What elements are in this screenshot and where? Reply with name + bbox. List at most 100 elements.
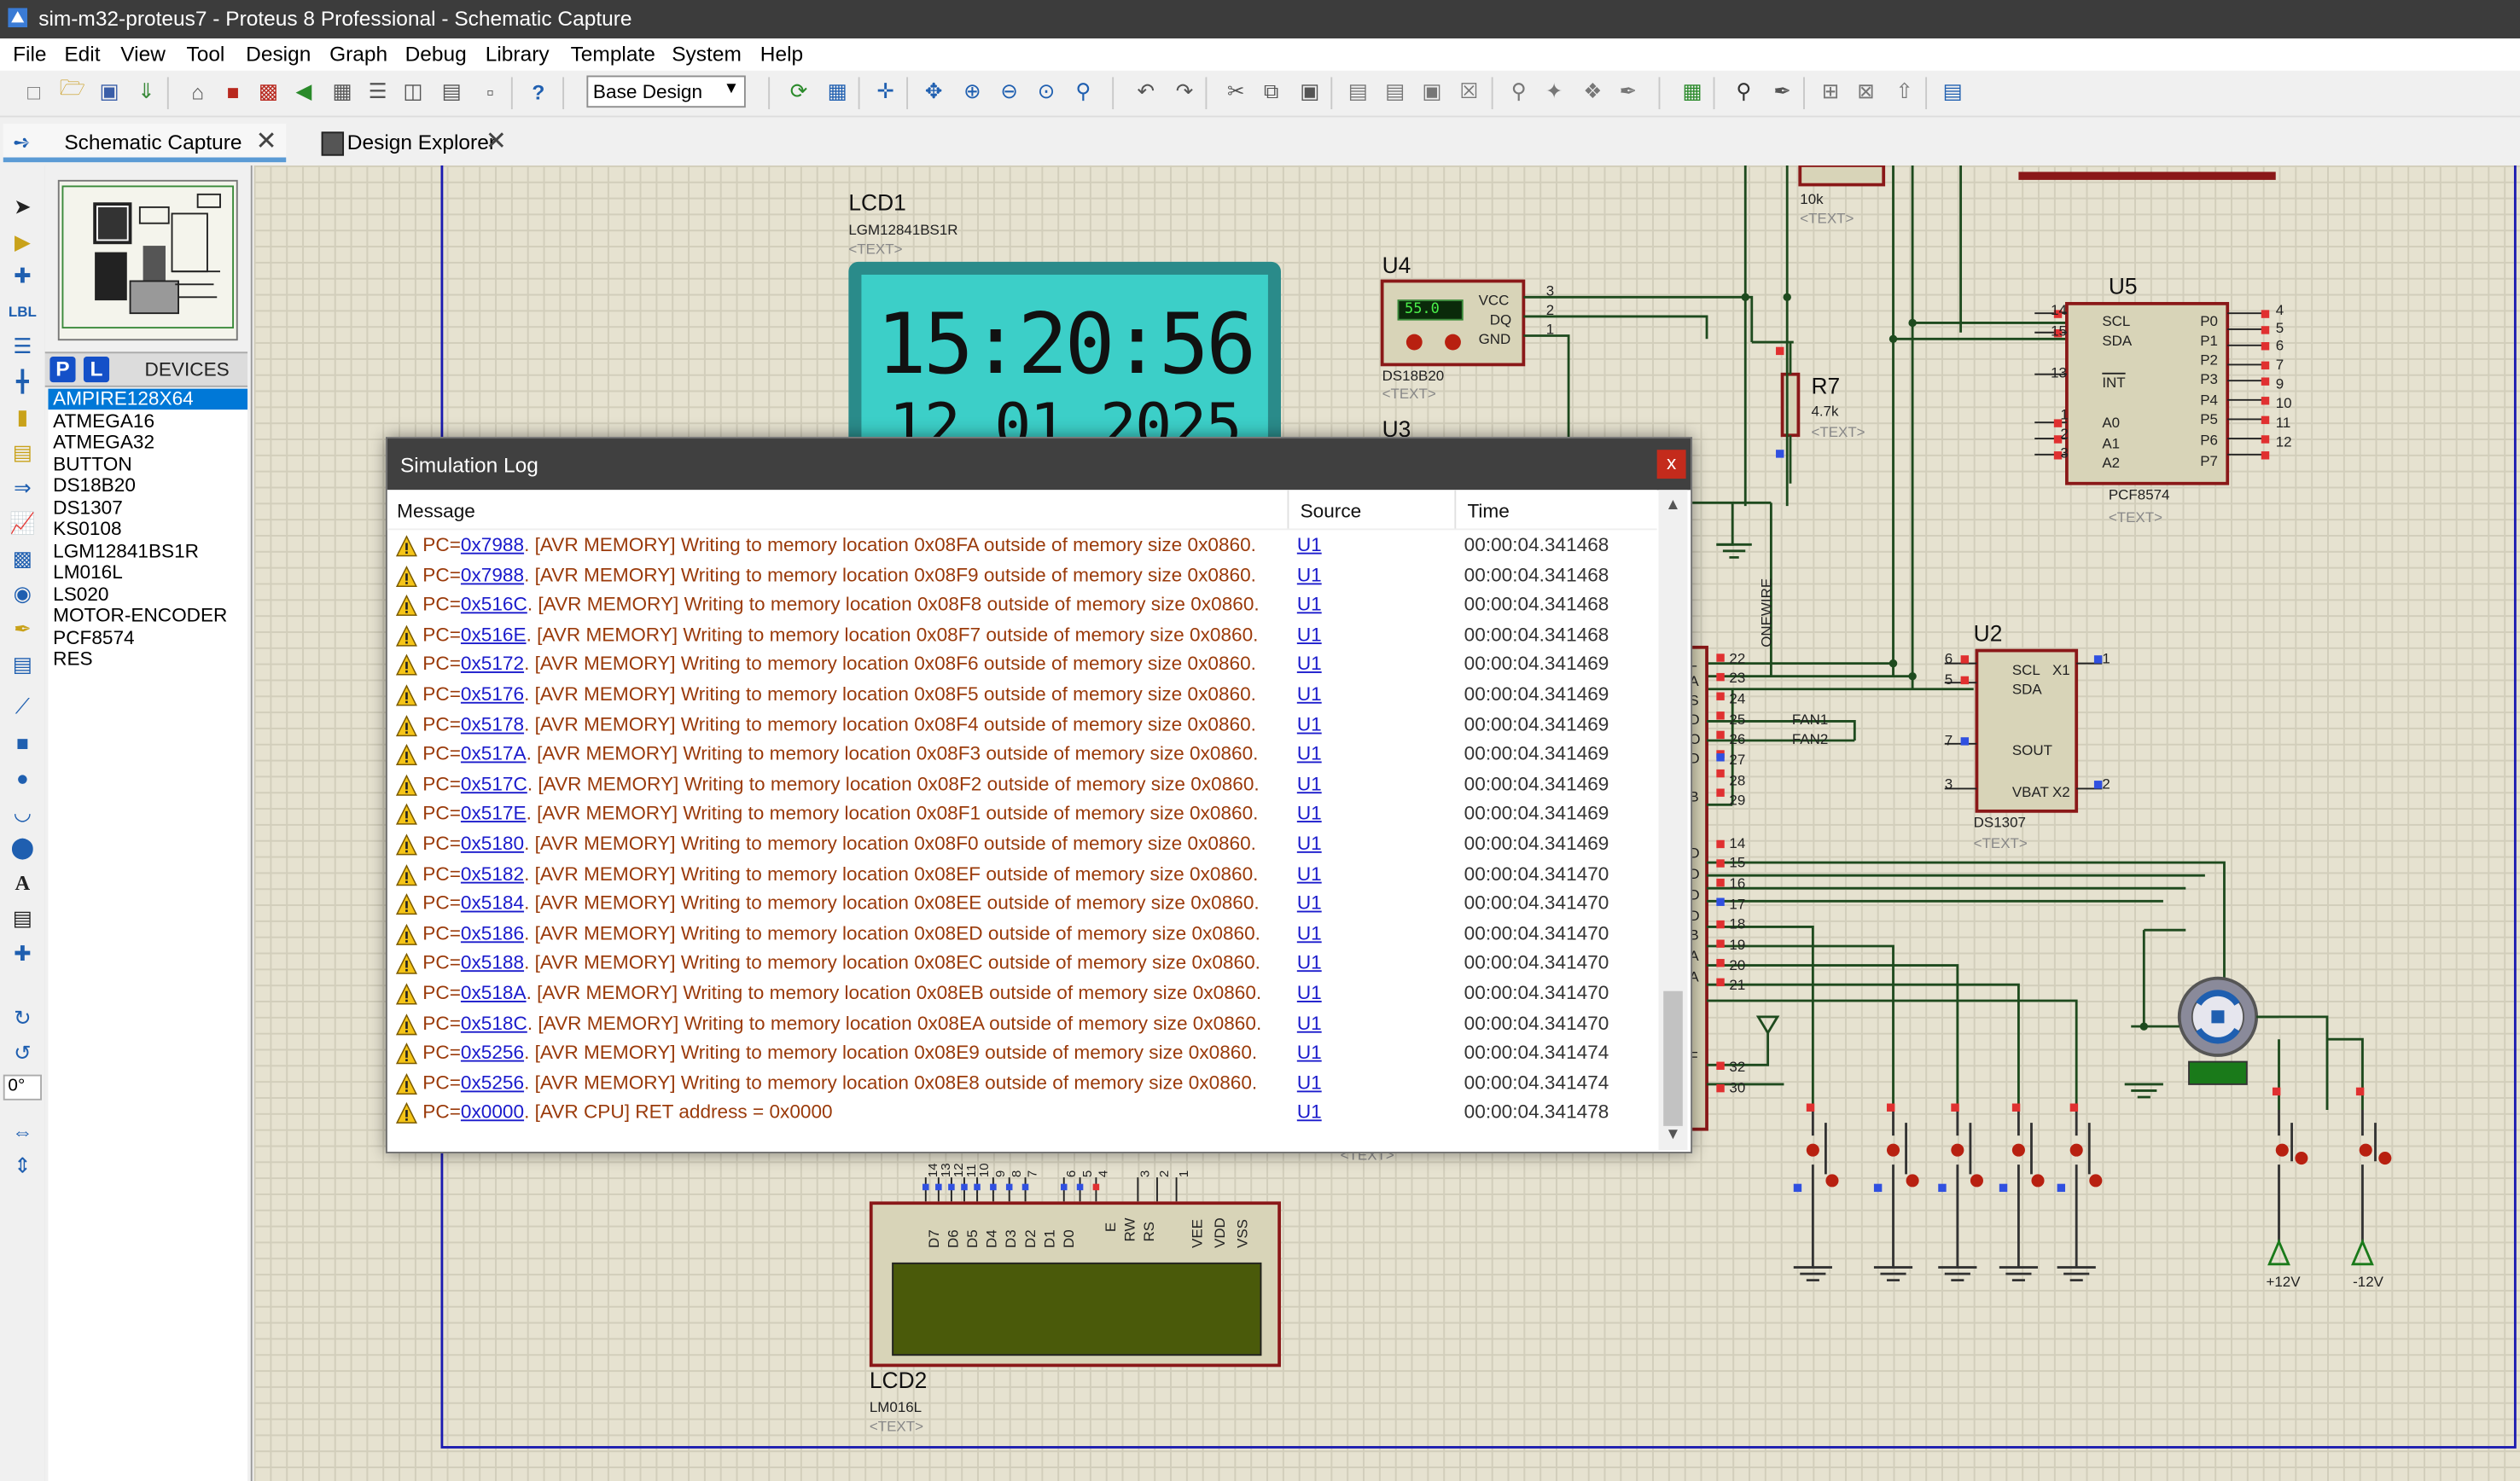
source-link[interactable]: U1 (1296, 951, 1322, 974)
rotate-cw-icon[interactable]: ↻ (14, 1005, 32, 1030)
column-time[interactable]: Time (1467, 499, 1510, 522)
list-item[interactable]: ATMEGA32 (53, 430, 155, 453)
menu-edit[interactable]: Edit (64, 41, 101, 67)
new-file-icon[interactable]: □ (27, 79, 40, 104)
lcd1-display[interactable]: 15:20:56 12.01.2025 (848, 261, 1281, 461)
zoom-all-icon[interactable]: ⊙ (1037, 78, 1056, 103)
box-icon[interactable]: ■ (15, 729, 29, 755)
menu-design[interactable]: Design (246, 41, 311, 67)
library-manager-button[interactable]: L (83, 356, 110, 383)
pcb-layout-icon[interactable]: ▩ (258, 78, 279, 103)
table-row[interactable]: PC=0x5184. [AVR MEMORY] Writing to memor… (387, 889, 1657, 919)
source-link[interactable]: U1 (1296, 1011, 1322, 1034)
rotate-ccw-icon[interactable]: ↺ (14, 1041, 32, 1066)
menu-system[interactable]: System (672, 41, 742, 67)
source-link[interactable]: U1 (1296, 712, 1322, 735)
column-source[interactable]: Source (1300, 499, 1362, 522)
close-icon[interactable]: ✕ (485, 128, 508, 156)
scroll-up-icon[interactable]: ▲ (1665, 496, 1681, 514)
table-row[interactable]: PC=0x518C. [AVR MEMORY] Writing to memor… (387, 1008, 1657, 1038)
table-row[interactable]: PC=0x516C. [AVR MEMORY] Writing to memor… (387, 589, 1657, 619)
help-icon[interactable]: ? (532, 79, 545, 104)
log-scrollbar[interactable]: ▲ ▼ (1658, 490, 1688, 1151)
tape-recorder-icon[interactable]: ▩ (12, 546, 32, 571)
table-row[interactable]: PC=0x517E. [AVR MEMORY] Writing to memor… (387, 799, 1657, 829)
remove-sheet-icon[interactable]: ⊠ (1857, 78, 1875, 103)
list-item[interactable]: BUTTON (53, 452, 132, 475)
netlist-icon[interactable]: ▤ (1942, 78, 1963, 103)
pc-link[interactable]: 0x5256 (460, 1071, 525, 1094)
notes-icon[interactable]: ▤ (441, 78, 462, 103)
source-link[interactable]: U1 (1296, 892, 1322, 915)
source-link[interactable]: U1 (1296, 563, 1322, 586)
table-row[interactable]: PC=0x5188. [AVR MEMORY] Writing to memor… (387, 949, 1657, 979)
pc-link[interactable]: 0x5184 (460, 892, 525, 915)
menu-file[interactable]: File (13, 41, 47, 67)
junction-dot-icon[interactable]: ✚ (14, 263, 32, 288)
list-item[interactable]: DS1307 (53, 495, 123, 519)
source-link[interactable]: U1 (1296, 921, 1322, 944)
circle-icon[interactable]: ● (15, 765, 29, 790)
menu-template[interactable]: Template (570, 41, 655, 67)
generator-icon[interactable]: ◉ (13, 581, 32, 606)
close-icon[interactable]: ✕ (255, 128, 277, 156)
cut-icon[interactable]: ✂ (1226, 78, 1245, 103)
table-row[interactable]: PC=0x516E. [AVR MEMORY] Writing to memor… (387, 619, 1657, 649)
scroll-thumb[interactable] (1663, 990, 1683, 1126)
selection-mode-icon[interactable]: ➤ (14, 194, 32, 219)
block-copy-icon[interactable]: ▤ (1347, 78, 1368, 103)
mirror-vertical-icon[interactable]: ⇕ (14, 1153, 32, 1178)
pc-link[interactable]: 0x0000 (460, 1101, 525, 1124)
pc-link[interactable]: 0x5176 (460, 682, 525, 706)
menu-view[interactable]: View (120, 41, 166, 67)
component-mode-icon[interactable]: ▶ (14, 229, 31, 254)
zoom-area-icon[interactable]: ⚲ (1075, 78, 1091, 103)
list-item[interactable]: RES (53, 647, 93, 671)
block-move-icon[interactable]: ▤ (1385, 78, 1405, 103)
table-row[interactable]: PC=0x5172. [AVR MEMORY] Writing to memor… (387, 649, 1657, 679)
make-device-icon[interactable]: ✦ (1545, 78, 1563, 103)
origin-icon[interactable]: ✛ (876, 78, 894, 103)
pc-link[interactable]: 0x517E (460, 802, 527, 825)
text-icon[interactable]: A (15, 870, 31, 895)
pc-link[interactable]: 0x516E (460, 623, 527, 646)
path-icon[interactable]: ⬤ (10, 835, 35, 860)
import-icon[interactable]: ⇓ (137, 78, 155, 103)
table-row[interactable]: PC=0x7988. [AVR MEMORY] Writing to memor… (387, 560, 1657, 589)
wire-autorouter-icon[interactable]: ▦ (1682, 78, 1702, 103)
list-item[interactable]: DS18B20 (53, 473, 136, 497)
voltage-probe-icon[interactable]: ✒ (14, 617, 32, 642)
mirror-horizontal-icon[interactable]: ⇔ (12, 1118, 33, 1143)
pan-icon[interactable]: ✥ (924, 78, 943, 103)
subcircuit-icon[interactable]: ▮ (16, 404, 29, 429)
text-script-icon[interactable]: ☰ (13, 334, 32, 358)
pc-link[interactable]: 0x7988 (460, 563, 525, 586)
paste-icon[interactable]: ▣ (1300, 78, 1320, 103)
pc-link[interactable]: 0x7988 (460, 533, 525, 556)
package-tool-icon[interactable]: ❖ (1583, 78, 1603, 103)
source-link[interactable]: U1 (1296, 1071, 1322, 1094)
list-item[interactable]: MOTOR-ENCODER (53, 603, 228, 627)
line-icon[interactable]: ⟋ (15, 694, 30, 718)
gerber-icon[interactable]: ▦ (332, 78, 352, 103)
overview-window[interactable] (57, 179, 238, 341)
graph-mode-icon[interactable]: 📈 (9, 510, 36, 535)
source-link[interactable]: U1 (1296, 742, 1322, 765)
block-delete-icon[interactable]: ☒ (1459, 78, 1479, 103)
pc-link[interactable]: 0x5186 (460, 921, 525, 944)
table-row[interactable]: PC=0x518A. [AVR MEMORY] Writing to memor… (387, 979, 1657, 1008)
pc-link[interactable]: 0x5256 (460, 1041, 525, 1064)
search-icon[interactable]: ⚲ (1736, 78, 1752, 103)
source-link[interactable]: U1 (1296, 1101, 1322, 1124)
pc-link[interactable]: 0x5182 (460, 862, 525, 885)
table-row[interactable]: PC=0x517A. [AVR MEMORY] Writing to memor… (387, 739, 1657, 769)
decompose-icon[interactable]: ✒ (1619, 78, 1638, 103)
pc-link[interactable]: 0x518C (460, 1011, 527, 1034)
menu-graph[interactable]: Graph (329, 41, 388, 67)
table-row[interactable]: PC=0x5182. [AVR MEMORY] Writing to memor… (387, 859, 1657, 889)
property-tool-icon[interactable]: ✒ (1773, 78, 1791, 103)
tab-design-explorer[interactable]: Design Explorer ✕ (311, 124, 521, 162)
buses-icon[interactable]: ╋ (15, 369, 29, 394)
copy-icon[interactable]: ⧉ (1263, 78, 1279, 103)
arc-icon[interactable]: ◡ (13, 799, 32, 824)
